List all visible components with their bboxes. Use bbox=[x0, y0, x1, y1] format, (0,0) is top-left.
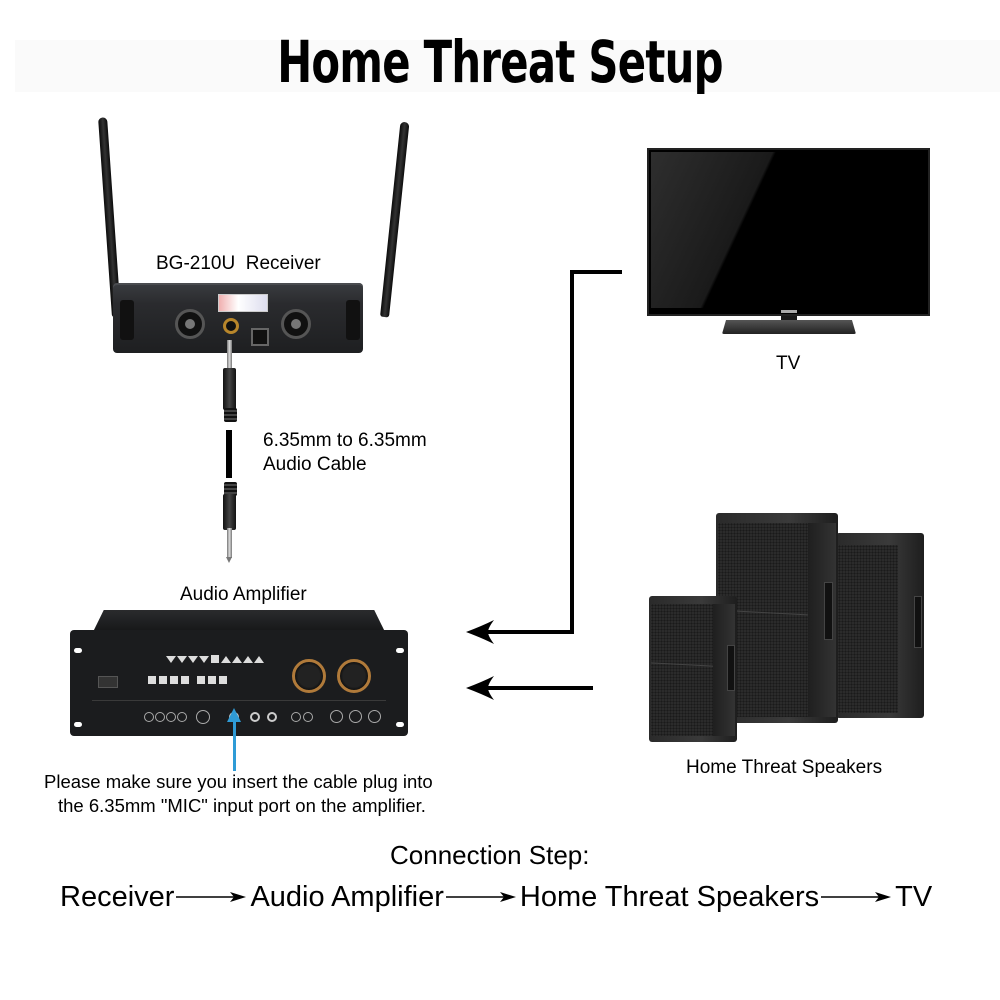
output-jack-icon bbox=[223, 318, 239, 334]
tone-knob bbox=[177, 712, 187, 722]
connection-step-flow: Receiver Audio Amplifier Home Threat Spe… bbox=[60, 880, 932, 914]
plug-tip-top bbox=[227, 340, 232, 370]
connection-step-heading: Connection Step: bbox=[390, 840, 590, 870]
plug-tip-bottom bbox=[227, 528, 232, 558]
music-volume-knob-icon bbox=[337, 659, 371, 693]
dc-port-icon bbox=[251, 328, 269, 346]
mode-button-up bbox=[221, 656, 231, 663]
rack-hole bbox=[396, 648, 404, 653]
tone-knob bbox=[155, 712, 165, 722]
speaker-handle bbox=[914, 596, 922, 648]
mic-tone-knob bbox=[291, 712, 301, 722]
rack-hole bbox=[396, 722, 404, 727]
mode-button-down bbox=[188, 656, 198, 663]
step-home-threat-speakers: Home Threat Speakers bbox=[519, 881, 820, 913]
plug-tip-point bbox=[226, 557, 232, 563]
input-select-button bbox=[148, 676, 156, 684]
echo-button bbox=[197, 676, 205, 684]
speaker-side bbox=[713, 604, 735, 736]
speaker-grille bbox=[651, 604, 713, 736]
mode-button-up bbox=[232, 656, 242, 663]
speaker-handle bbox=[824, 582, 833, 640]
music-tone-knob bbox=[330, 710, 343, 723]
amplifier-label: Audio Amplifier bbox=[180, 584, 307, 605]
rack-hole bbox=[74, 648, 82, 653]
mode-button-up bbox=[243, 656, 253, 663]
label-sticker bbox=[218, 294, 268, 312]
mode-button-up bbox=[254, 656, 264, 663]
mic-port-pointer bbox=[233, 713, 236, 771]
connector-segment bbox=[570, 270, 622, 274]
rack-hole bbox=[74, 722, 82, 727]
step-audio-amplifier: Audio Amplifier bbox=[250, 881, 444, 913]
mode-button-down bbox=[177, 656, 187, 663]
tv-stand-base bbox=[722, 320, 856, 334]
mic-input-jack-icon bbox=[250, 712, 260, 722]
receiver-label: BG-210U Receiver bbox=[156, 253, 321, 274]
input-select-button bbox=[159, 676, 167, 684]
plug-body-bottom bbox=[223, 494, 236, 530]
plug-strain-top bbox=[224, 408, 237, 422]
echo-button bbox=[208, 676, 216, 684]
instruction-note-line2: the 6.35mm "MIC" input port on the ampli… bbox=[58, 795, 426, 816]
cable-label-line2: Audio Cable bbox=[263, 454, 367, 475]
arrow-right-icon bbox=[176, 892, 247, 902]
step-receiver: Receiver bbox=[60, 881, 175, 913]
step-tv: TV bbox=[895, 881, 933, 913]
tone-knob bbox=[144, 712, 154, 722]
mode-button-down bbox=[166, 656, 176, 663]
echo-level-knob bbox=[196, 710, 210, 724]
tv-label: TV bbox=[776, 353, 801, 374]
connector-segment bbox=[480, 630, 574, 634]
antenna-base-right bbox=[346, 300, 360, 340]
arrow-left-icon bbox=[466, 620, 494, 644]
input-select-button bbox=[181, 676, 189, 684]
arrow-left-icon bbox=[466, 676, 494, 700]
cable-label-line1: 6.35mm to 6.35mm bbox=[263, 430, 427, 451]
power-display bbox=[98, 676, 118, 688]
connector-segment bbox=[480, 686, 593, 690]
amplifier-panel-divider bbox=[92, 700, 386, 701]
mic-input-jack-icon bbox=[267, 712, 277, 722]
xlr-port-right-icon bbox=[281, 309, 311, 339]
tone-knob bbox=[166, 712, 176, 722]
mode-button bbox=[211, 655, 219, 663]
tv-logo bbox=[781, 310, 797, 313]
arrow-right-icon bbox=[445, 892, 516, 902]
music-tone-knob bbox=[349, 710, 362, 723]
instruction-note-line1: Please make sure you insert the cable pl… bbox=[44, 771, 433, 792]
echo-button bbox=[219, 676, 227, 684]
balance-knob bbox=[368, 710, 381, 723]
xlr-port-left-icon bbox=[175, 309, 205, 339]
speaker-grille bbox=[838, 545, 898, 713]
page-title: Home Threat Setup bbox=[277, 28, 723, 96]
cable-wire bbox=[226, 430, 232, 478]
plug-strain-bottom bbox=[224, 482, 237, 496]
antenna-right-icon bbox=[380, 121, 410, 318]
speaker-handle bbox=[727, 645, 735, 691]
plug-body-top bbox=[223, 368, 236, 410]
arrow-right-icon bbox=[821, 892, 892, 902]
arrow-up-icon bbox=[227, 708, 241, 722]
antenna-base-left bbox=[120, 300, 134, 340]
mode-button-down bbox=[199, 656, 209, 663]
speakers-label: Home Threat Speakers bbox=[686, 757, 883, 778]
tv-screen bbox=[651, 152, 926, 308]
input-select-button bbox=[170, 676, 178, 684]
connector-segment bbox=[570, 270, 574, 634]
title-band bbox=[15, 40, 1000, 92]
mic-tone-knob bbox=[303, 712, 313, 722]
mic-volume-knob-icon bbox=[292, 659, 326, 693]
